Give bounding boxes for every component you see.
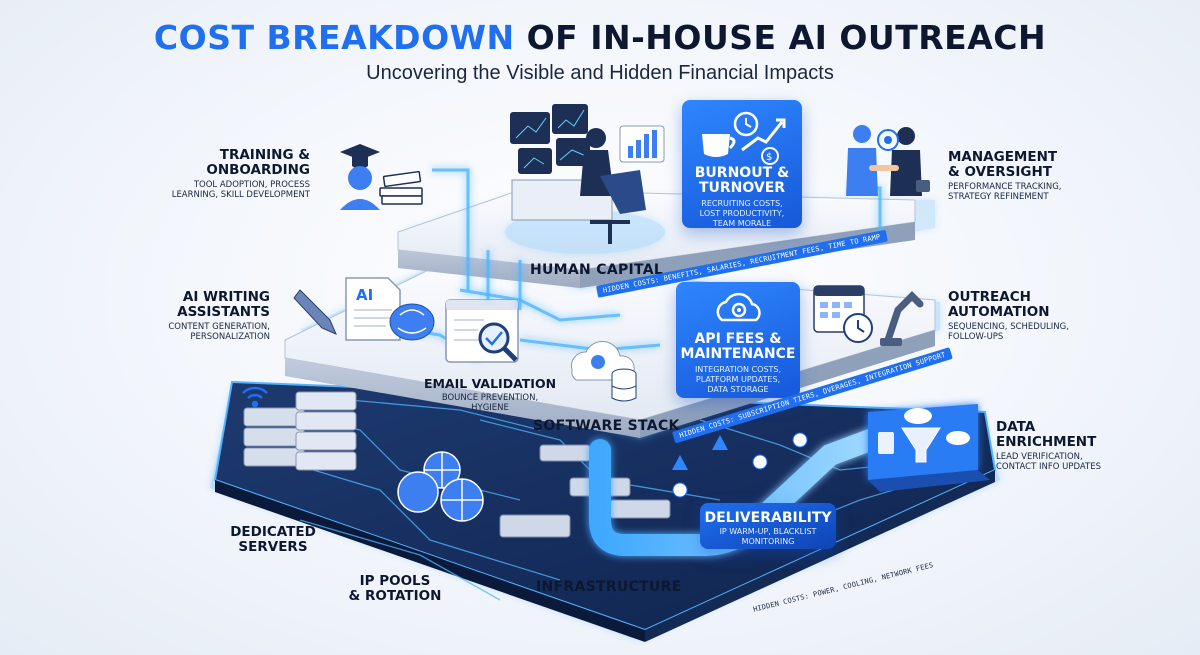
brain-icon xyxy=(389,303,435,341)
automation-title-1: OUTREACH xyxy=(948,289,1031,305)
cloud-database-icon xyxy=(570,341,637,402)
training-title-1: TRAINING & xyxy=(219,147,310,163)
api-desc-2: PLATFORM UPDATES, xyxy=(695,375,781,384)
svg-text:AI: AI xyxy=(356,286,373,304)
training-title-2: ONBOARDING xyxy=(206,162,310,178)
management-title-1: MANAGEMENT xyxy=(948,149,1058,165)
svg-text:$: $ xyxy=(766,152,772,163)
api-title-1: API FEES & xyxy=(694,331,782,347)
deliverability-card: DELIVERABILITY IP WARM-UP, BLACKLIST MON… xyxy=(700,503,836,549)
burnout-card: $ BURNOUT & TURNOVER RECRUITING COSTS, L… xyxy=(682,100,802,228)
layer-software-stack: SOFTWARE STACK xyxy=(533,418,680,434)
email-validation-label: EMAIL VALIDATION BOUNCE PREVENTION, HYGI… xyxy=(420,376,560,413)
ai-writing-title-1: AI WRITING xyxy=(182,289,270,305)
deliverability-desc-2: MONITORING xyxy=(741,537,795,546)
page-title: COST BREAKDOWN OF IN-HOUSE AI OUTREACH xyxy=(0,18,1200,57)
handshake-icon xyxy=(846,125,930,196)
analyst-workstation-icon xyxy=(505,104,665,254)
training-desc-1: TOOL ADOPTION, PROCESS xyxy=(193,180,310,190)
servers-label: DEDICATED SERVERS xyxy=(218,525,328,555)
training-label: TRAINING & ONBOARDING TOOL ADOPTION, PRO… xyxy=(150,147,310,201)
enrichment-desc-1: LEAD VERIFICATION, xyxy=(996,452,1083,462)
up-arrow-icon xyxy=(672,435,728,470)
page-subtitle: Uncovering the Visible and Hidden Financ… xyxy=(366,62,834,84)
deliverability-desc-1: IP WARM-UP, BLACKLIST xyxy=(719,527,817,536)
ai-writing-title-2: ASSISTANTS xyxy=(177,304,270,320)
ai-document-icon: AI xyxy=(345,277,401,341)
automation-label: OUTREACH AUTOMATION SEQUENCING, SCHEDULI… xyxy=(948,289,1088,343)
management-title-2: & OVERSIGHT xyxy=(948,164,1052,180)
api-title-2: MAINTENANCE xyxy=(680,346,796,362)
burnout-desc-1: RECRUITING COSTS, xyxy=(701,199,783,208)
cloud-gear-icon xyxy=(714,290,764,332)
graduation-cap-icon xyxy=(340,144,423,210)
enrichment-title-2: ENRICHMENT xyxy=(996,434,1097,450)
calendar-robot-icon xyxy=(813,285,924,346)
email-validation-title: EMAIL VALIDATION xyxy=(423,376,557,391)
globe-icon xyxy=(397,451,484,522)
enrichment-title-1: DATA xyxy=(996,419,1036,435)
ai-writing-desc-1: CONTENT GENERATION, xyxy=(168,322,270,332)
burnout-desc-3: TEAM MORALE xyxy=(712,219,772,228)
management-desc-2: STRATEGY REFINEMENT xyxy=(948,192,1049,202)
training-desc-2: LEARNING, SKILL DEVELOPMENT xyxy=(171,190,310,200)
ip-pools-title-2: & ROTATION xyxy=(348,588,442,604)
deliverability-title: DELIVERABILITY xyxy=(704,510,832,526)
servers-title-1: DEDICATED xyxy=(230,524,316,540)
enrichment-label: DATA ENRICHMENT LEAD VERIFICATION, CONTA… xyxy=(996,419,1126,473)
servers-title-2: SERVERS xyxy=(238,539,308,555)
management-label: MANAGEMENT & OVERSIGHT PERFORMANCE TRACK… xyxy=(948,149,1088,203)
api-desc-3: DATA STORAGE xyxy=(707,385,769,394)
infrastructure-board xyxy=(210,380,1000,642)
burnout-desc-2: LOST PRODUCTIVITY, xyxy=(699,209,785,218)
pen-icon xyxy=(293,289,337,335)
burnout-title-2: TURNOVER xyxy=(698,180,786,196)
ip-pools-title-1: IP POOLS xyxy=(359,573,431,589)
burnout-title-1: BURNOUT & xyxy=(694,165,790,181)
server-rack-icon xyxy=(243,391,357,471)
api-desc-1: INTEGRATION COSTS, xyxy=(694,365,782,374)
ai-writing-label: AI WRITING ASSISTANTS CONTENT GENERATION… xyxy=(140,289,270,343)
coffee-clock-icon: $ xyxy=(696,110,788,170)
layer-human-capital: HUMAN CAPITAL xyxy=(530,262,664,278)
email-validation-desc-1: BOUNCE PREVENTION, xyxy=(441,393,539,403)
human-capital-slab xyxy=(397,104,935,310)
ip-pools-label: IP POOLS & ROTATION xyxy=(340,574,450,604)
api-card: API FEES & MAINTENANCE INTEGRATION COSTS… xyxy=(676,282,800,398)
automation-desc-2: FOLLOW-UPS xyxy=(948,332,1004,342)
title-rest: OF IN-HOUSE AI OUTREACH xyxy=(514,18,1047,57)
wifi-icon xyxy=(242,386,268,408)
management-desc-1: PERFORMANCE TRACKING, xyxy=(948,182,1062,192)
magnifier-check-icon xyxy=(478,322,518,362)
enrichment-desc-2: CONTACT INFO UPDATES xyxy=(996,462,1102,472)
automation-desc-1: SEQUENCING, SCHEDULING, xyxy=(948,322,1069,332)
dollar-icon xyxy=(672,432,808,498)
automation-title-2: AUTOMATION xyxy=(948,304,1050,320)
funnel-cloud-icon xyxy=(878,408,970,463)
email-validation-desc-2: HYGIENE xyxy=(471,403,509,413)
title-accent: COST BREAKDOWN xyxy=(153,18,515,57)
ai-writing-desc-2: PERSONALIZATION xyxy=(190,332,270,342)
layer-infrastructure: INFRASTRUCTURE xyxy=(536,579,682,595)
